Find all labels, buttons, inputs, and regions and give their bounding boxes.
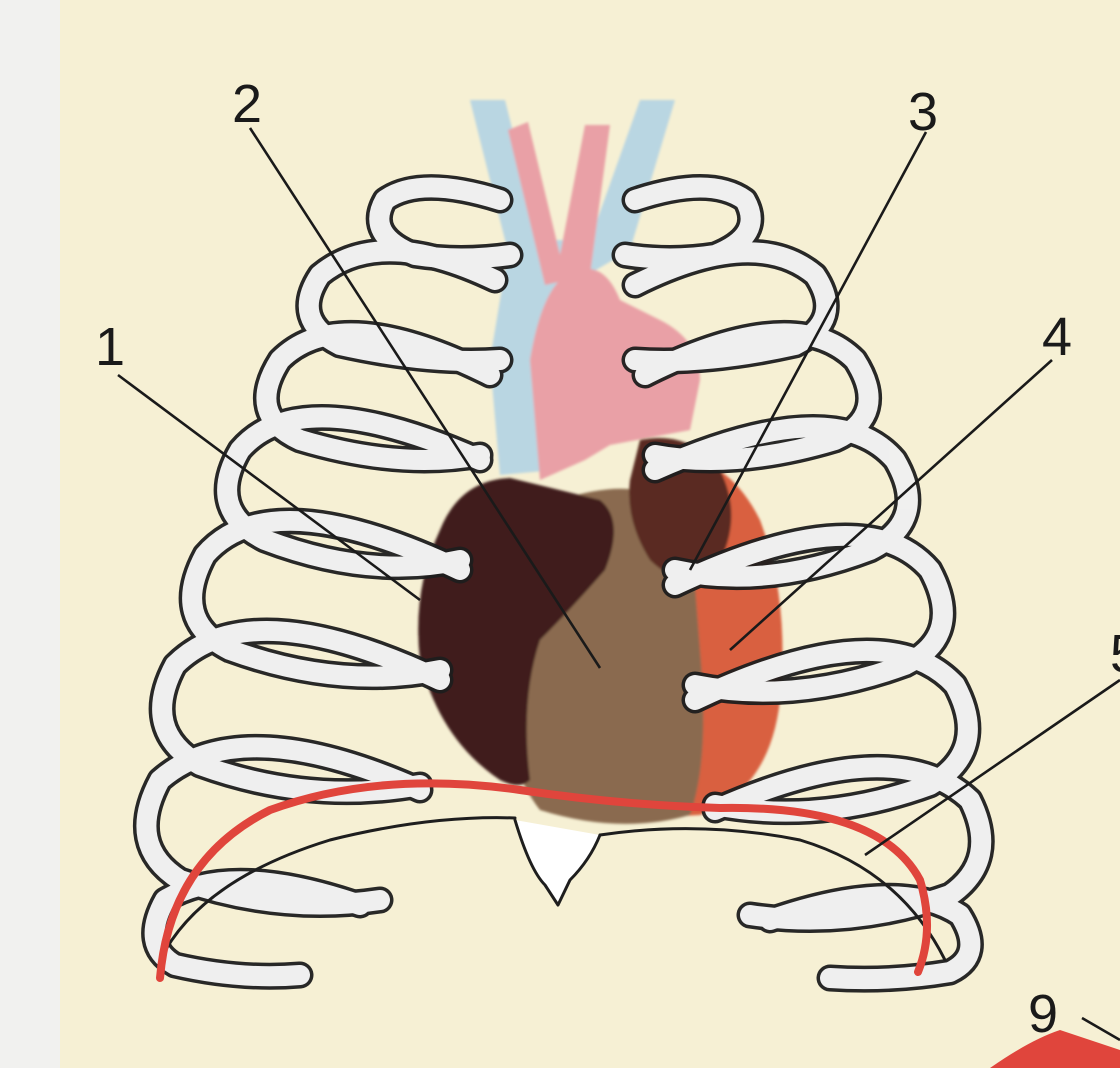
label-4: 4 xyxy=(1042,307,1072,367)
label-1: 1 xyxy=(95,317,125,377)
label-9: 9 xyxy=(1028,984,1058,1044)
label-2: 2 xyxy=(232,74,262,134)
label-5: 5 xyxy=(1110,624,1120,684)
label-3: 3 xyxy=(908,82,938,142)
